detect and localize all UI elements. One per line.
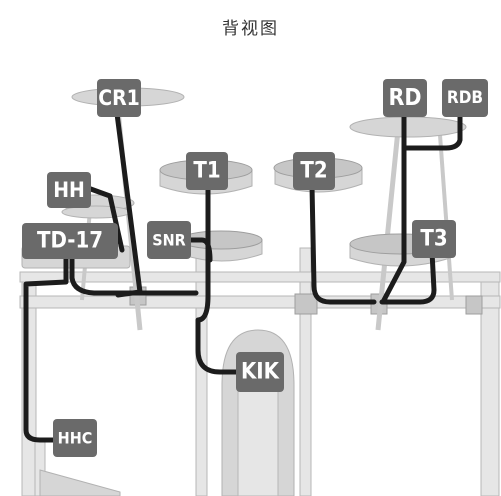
center-right-post — [300, 248, 311, 496]
label-hh-text: HH — [53, 178, 85, 202]
ride-cymbal — [350, 117, 466, 137]
label-t2: T2 — [293, 152, 335, 190]
label-t3-text: T3 — [420, 227, 447, 252]
label-cr1-text: CR1 — [98, 86, 140, 110]
label-snr-text: SNR — [152, 231, 186, 250]
label-t3: T3 — [412, 220, 456, 258]
label-kik-text: KIK — [241, 360, 280, 385]
center-left-post — [196, 248, 207, 496]
label-td17-text: TD-17 — [37, 229, 103, 254]
label-rdb-text: RDB — [447, 88, 483, 108]
label-hh: HH — [47, 172, 91, 208]
label-snr: SNR — [147, 221, 191, 259]
upper-rack-bar — [20, 272, 500, 282]
rack-clamp — [466, 296, 482, 314]
label-rdb: RDB — [442, 79, 488, 117]
label-t1: T1 — [186, 152, 228, 190]
hihat-pedal-base — [40, 470, 120, 496]
label-rd: RD — [383, 79, 427, 117]
kick-face — [238, 390, 278, 496]
label-hhc-text: HHC — [58, 429, 93, 448]
label-kik: KIK — [236, 352, 284, 392]
label-cr1: CR1 — [97, 79, 141, 117]
label-rd-text: RD — [388, 85, 421, 111]
label-hhc: HHC — [53, 419, 97, 457]
label-t2-text: T2 — [300, 159, 327, 184]
label-t1-text: T1 — [193, 159, 220, 184]
label-td17: TD-17 — [22, 223, 118, 259]
rack-clamp — [295, 294, 317, 314]
